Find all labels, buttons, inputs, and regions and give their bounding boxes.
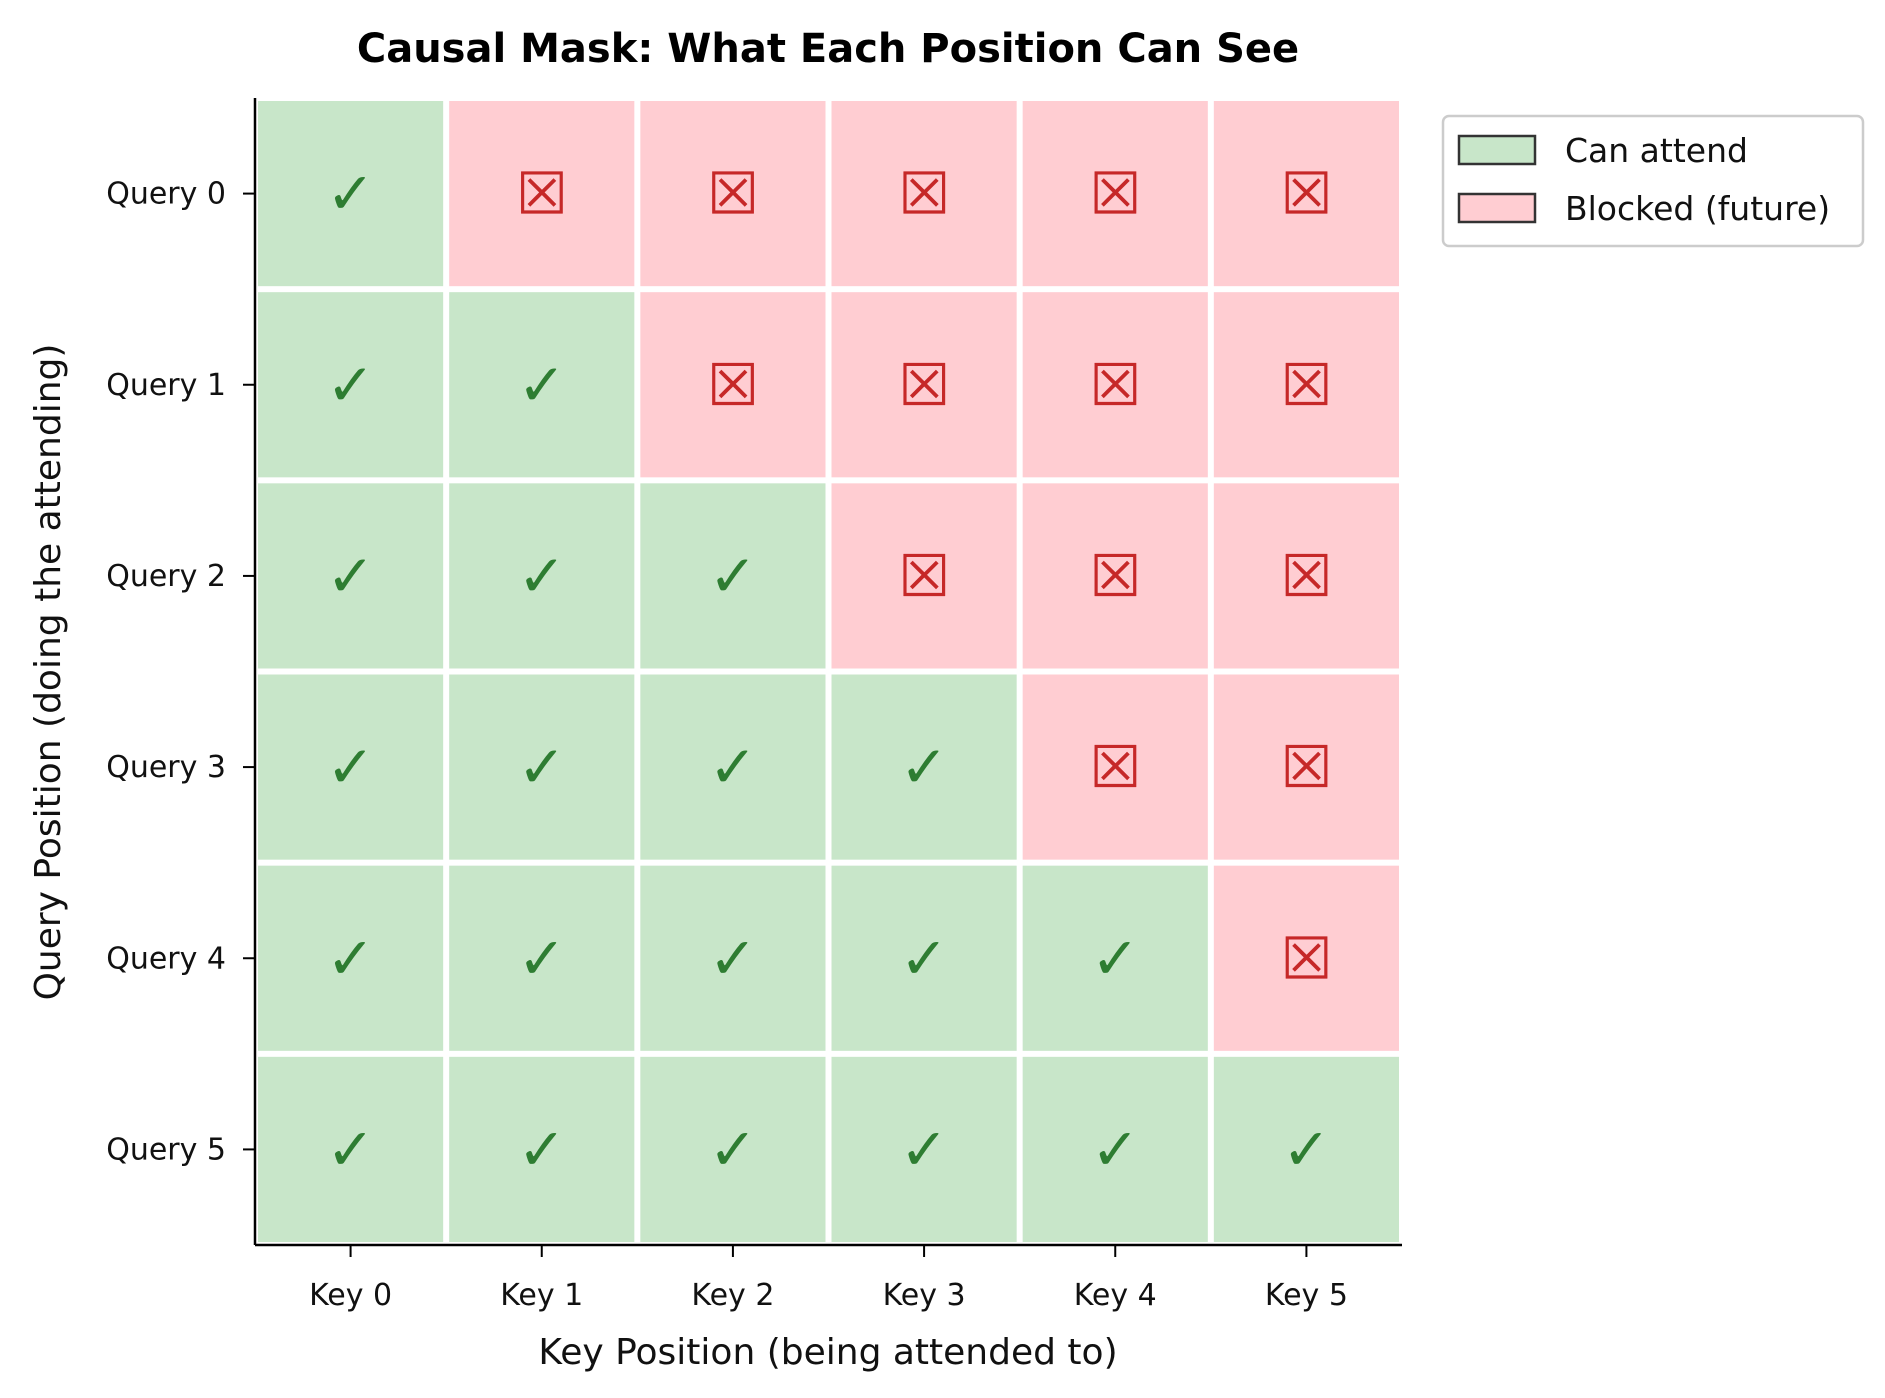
- heatmap-cell-q3-k1: [449, 674, 635, 860]
- heatmap-cell-q1-k3: [831, 292, 1017, 478]
- heatmap-cell-q1-k0: [258, 292, 444, 478]
- heatmap-cell-q4-k4: [1022, 865, 1208, 1051]
- heatmap-cell-q0-k3: [831, 101, 1017, 287]
- y-tick-label: Query 1: [106, 368, 226, 403]
- axis-ticks: Key 0 Key 1 Key 2 Key 3 Key 4 Key 5 Query 0 Que…: [106, 177, 1348, 1313]
- heatmap-cell-q3-k4: [1022, 674, 1208, 860]
- y-tick-label: Query 2: [106, 559, 226, 594]
- blocked-x-icon: ☒: [1089, 160, 1141, 228]
- blocked-x-icon: ☒: [1089, 733, 1141, 801]
- blocked-x-icon: ☒: [1280, 542, 1332, 610]
- y-tick-label: Query 0: [106, 177, 226, 212]
- heatmap-cell-q5-k0: [258, 1056, 444, 1242]
- x-tick-label: Key 4: [1074, 1278, 1157, 1313]
- blocked-x-icon: ☒: [707, 351, 759, 419]
- heatmap-cell-q5-k5: [1213, 1056, 1399, 1242]
- heatmap-cell-q1-k4: [1022, 292, 1208, 478]
- heatmap-cell-q3-k2: [640, 674, 826, 860]
- check-icon: ✓: [900, 733, 949, 801]
- legend: Can attend Blocked (future): [1441, 114, 1865, 248]
- heatmap-cell-q5-k1: [449, 1056, 635, 1242]
- blocked-x-icon: ☒: [1280, 733, 1332, 801]
- heatmap-cell-q3-k0: [258, 674, 444, 860]
- y-axis-label: Query Position (doing the attending): [28, 344, 69, 1001]
- x-tick-label: Key 3: [883, 1278, 966, 1313]
- heatmap-cell-q1-k1: [449, 292, 635, 478]
- x-tick-label: Key 1: [500, 1278, 583, 1313]
- check-icon: ✓: [709, 924, 758, 992]
- check-icon: ✓: [517, 924, 566, 992]
- blocked-x-icon: ☒: [1280, 160, 1332, 228]
- blocked-x-icon: ☒: [898, 351, 950, 419]
- y-tick-label: Query 3: [106, 750, 226, 785]
- heatmap-cell-q1-k5: [1213, 292, 1399, 478]
- x-tick-label: Key 0: [309, 1278, 392, 1313]
- heatmap-cell-q2-k2: [640, 483, 826, 669]
- heatmap-cell-q4-k3: [831, 865, 1017, 1051]
- check-icon: ✓: [517, 1115, 566, 1183]
- blocked-x-icon: ☒: [898, 542, 950, 610]
- check-icon: ✓: [517, 542, 566, 610]
- y-tick-label: Query 4: [106, 941, 226, 976]
- heatmap-cell-q0-k2: [640, 101, 826, 287]
- check-icon: ✓: [900, 1115, 949, 1183]
- heatmap-cell-q2-k1: [449, 483, 635, 669]
- legend-frame: [1441, 114, 1865, 248]
- heatmap-cell-q0-k4: [1022, 101, 1208, 287]
- heatmap-cell-q2-k0: [258, 483, 444, 669]
- x-axis-label: Key Position (being attended to): [538, 1332, 1117, 1373]
- check-icon: ✓: [1282, 1115, 1331, 1183]
- x-tick-label: Key 5: [1265, 1278, 1348, 1313]
- heatmap-cell-q2-k5: [1213, 483, 1399, 669]
- check-icon: ✓: [709, 733, 758, 801]
- heatmap-cell-q4-k1: [449, 865, 635, 1051]
- heatmap-cell-q4-k2: [640, 865, 826, 1051]
- check-icon: ✓: [900, 924, 949, 992]
- legend-label-attend: Can attend: [1565, 131, 1748, 170]
- legend-swatch-attend: [1457, 134, 1537, 166]
- check-icon: ✓: [709, 542, 758, 610]
- chart-title: Causal Mask: What Each Position Can See: [357, 26, 1299, 72]
- blocked-x-icon: ☒: [1280, 924, 1332, 992]
- heatmap-cell-q0-k5: [1213, 101, 1399, 287]
- heatmap-cell-q0-k1: [449, 101, 635, 287]
- check-icon: ✓: [326, 924, 375, 992]
- check-icon: ✓: [326, 733, 375, 801]
- heatmap-cell-q5-k4: [1022, 1056, 1208, 1242]
- blocked-x-icon: ☒: [1089, 542, 1141, 610]
- legend-swatch-blocked: [1457, 192, 1537, 224]
- heatmap-cell-q0-k0: [258, 101, 444, 287]
- check-icon: ✓: [709, 1115, 758, 1183]
- blocked-x-icon: ☒: [1089, 351, 1141, 419]
- x-tick-label: Key 2: [691, 1278, 774, 1313]
- check-icon: ✓: [517, 733, 566, 801]
- blocked-x-icon: ☒: [707, 160, 759, 228]
- heatmap-cells: ✓ ☒ ☒ ☒ ☒ ☒ ✓ ✓ ☒ ☒ ☒ ☒ ✓ ✓ ✓ ☒ ☒ ☒ ✓ ✓ ✓ ✓ ☒ ☒ ✓ ✓ ✓ ✓ ✓ ☒ ✓ ✓ ✓ ✓ ✓ ✓: [258, 101, 1399, 1242]
- heatmap-cell-q2-k3: [831, 483, 1017, 669]
- blocked-x-icon: ☒: [516, 160, 568, 228]
- check-icon: ✓: [1091, 924, 1140, 992]
- legend-label-blocked: Blocked (future): [1565, 189, 1830, 228]
- check-icon: ✓: [326, 351, 375, 419]
- check-icon: ✓: [517, 351, 566, 419]
- y-tick-label: Query 5: [106, 1132, 226, 1167]
- check-icon: ✓: [1091, 1115, 1140, 1183]
- blocked-x-icon: ☒: [898, 160, 950, 228]
- heatmap-cell-q5-k2: [640, 1056, 826, 1242]
- heatmap-cell-q3-k5: [1213, 674, 1399, 860]
- check-icon: ✓: [326, 160, 375, 228]
- heatmap-cell-q5-k3: [831, 1056, 1017, 1242]
- blocked-x-icon: ☒: [1280, 351, 1332, 419]
- heatmap-cell-q3-k3: [831, 674, 1017, 860]
- heatmap-cell-q2-k4: [1022, 483, 1208, 669]
- check-icon: ✓: [326, 1115, 375, 1183]
- heatmap-cell-q4-k5: [1213, 865, 1399, 1051]
- check-icon: ✓: [326, 542, 375, 610]
- heatmap-cell-q1-k2: [640, 292, 826, 478]
- heatmap-cell-q4-k0: [258, 865, 444, 1051]
